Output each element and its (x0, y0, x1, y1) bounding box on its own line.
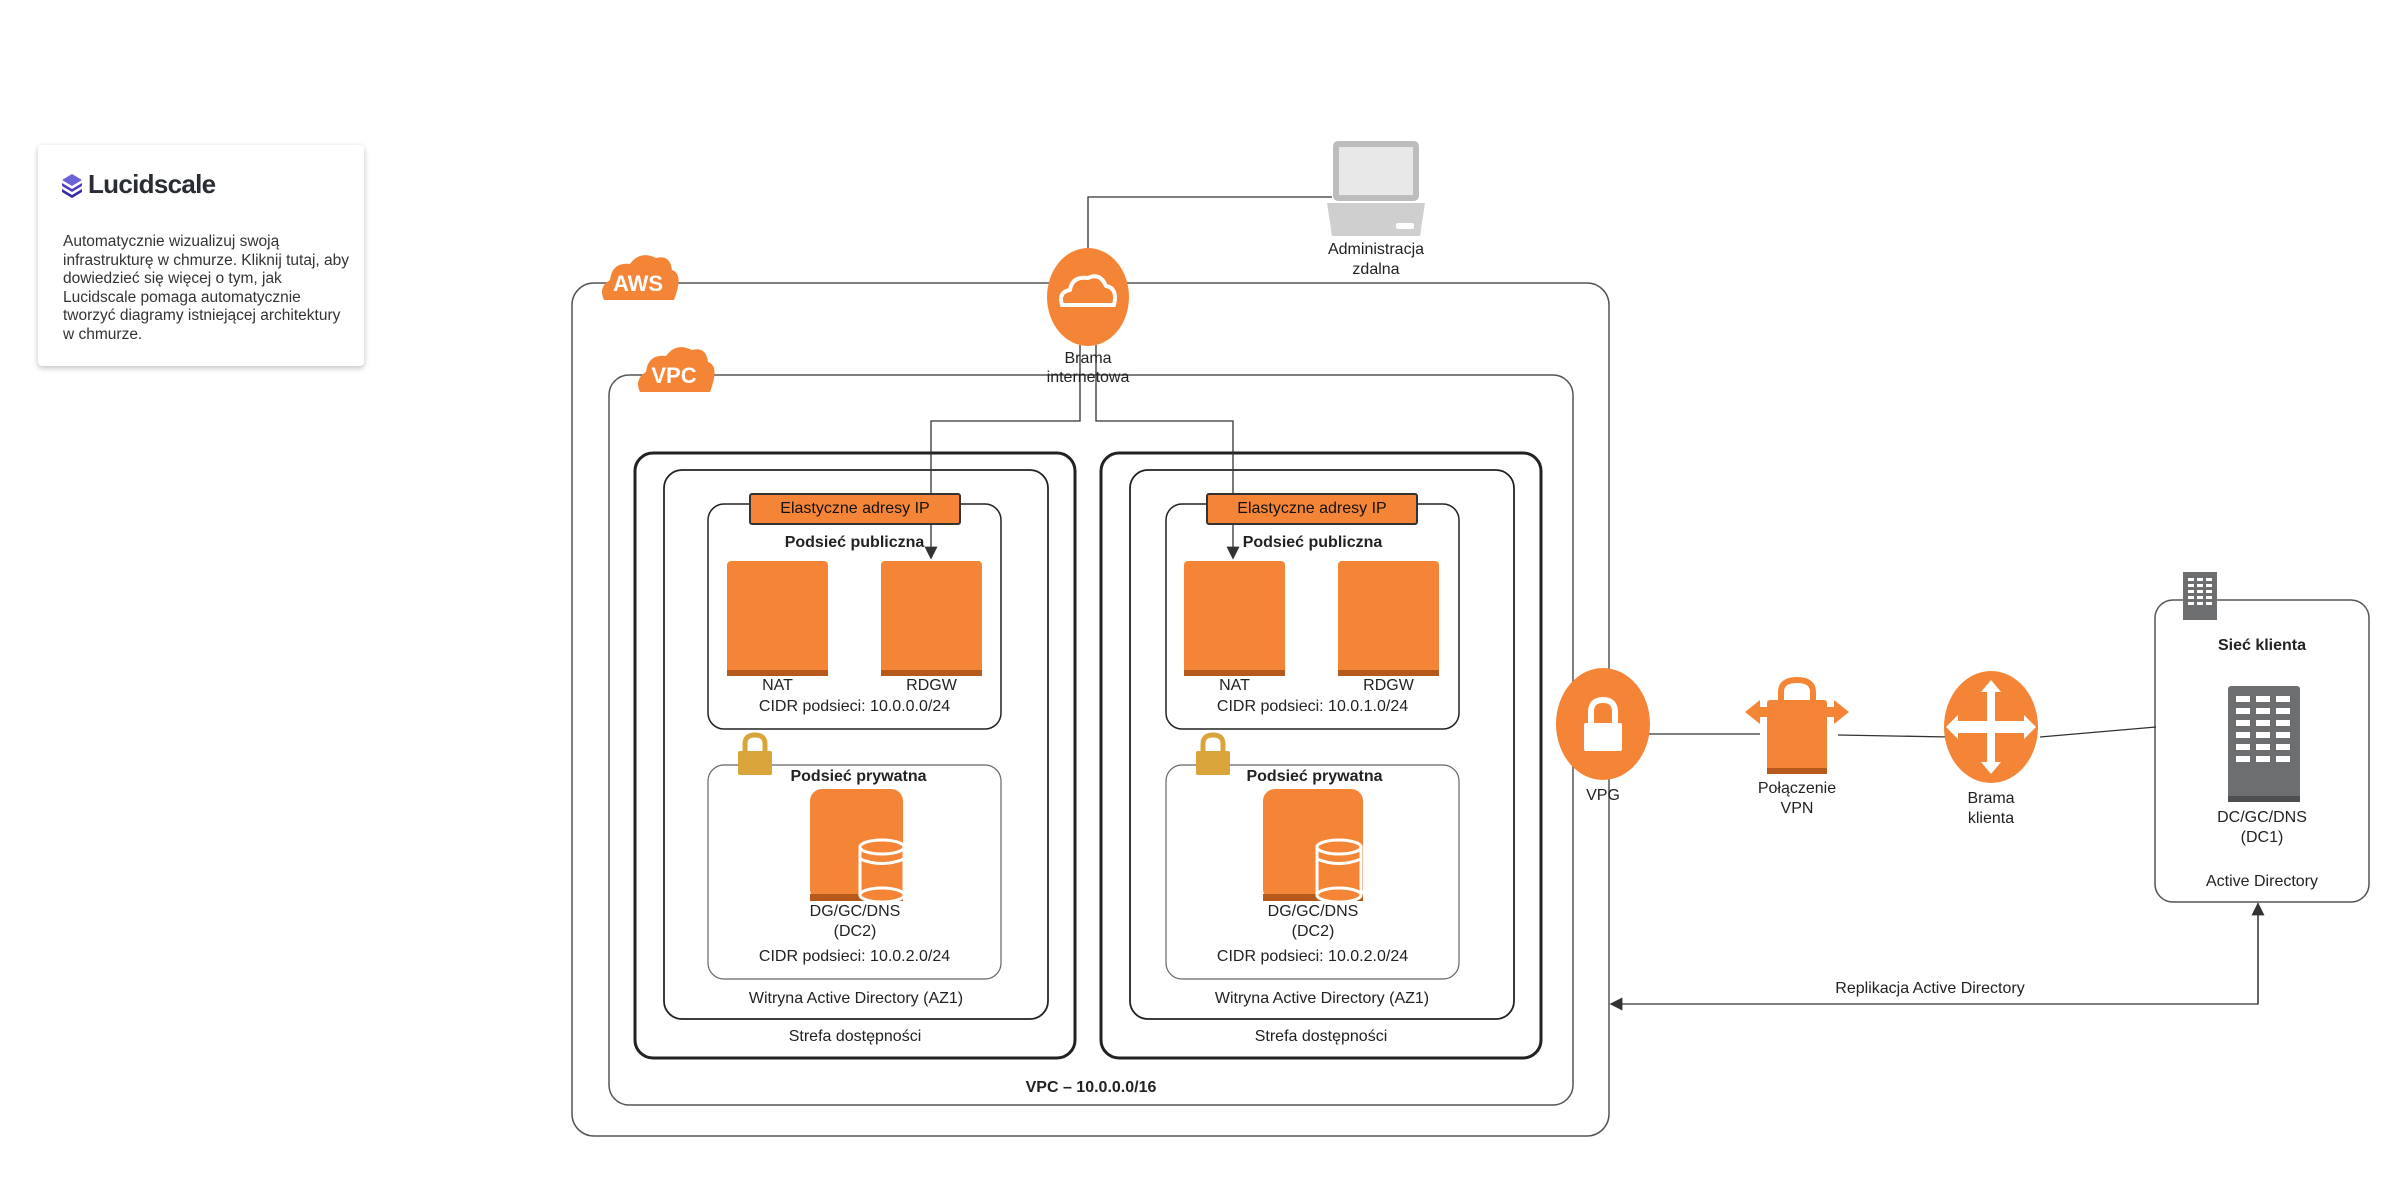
ad-site-1 (663, 469, 1049, 1020)
gateway-to-customer-line (2039, 726, 2157, 738)
active-directory-label: Active Directory (2205, 873, 2319, 890)
dc2-instance-icon-2 (1263, 789, 1363, 904)
private-cidr-1: CIDR podsieci: 10.0.2.0/24 (758, 948, 951, 965)
public-subnet-title-2: Podsieć publiczna (1242, 534, 1383, 551)
admin-to-igw-line (1087, 196, 1332, 248)
vpc-cidr-label: VPC – 10.0.0.0/16 (1025, 1079, 1157, 1096)
availability-zone-1 (633, 451, 1077, 1060)
vpn-to-gateway-line (1837, 734, 1951, 738)
public-cidr-2: CIDR podsieci: 10.0.1.0/24 (1216, 698, 1409, 715)
dc2-label-2b: (DC2) (1291, 923, 1335, 940)
rdgw-label-2: RDGW (1363, 677, 1414, 694)
vpn-label-1: Połączenie (1757, 780, 1837, 797)
availability-zone-label-2: Strefa dostępności (1254, 1028, 1388, 1045)
ad-replication-label: Replikacja Active Directory (1835, 980, 2025, 997)
dc2-label-1a: DG/GC/DNS (809, 903, 901, 920)
dc1-server-icon (2228, 686, 2300, 802)
internet-gateway-icon (1047, 248, 1129, 346)
customer-gateway-icon (1944, 671, 2038, 783)
remote-admin-label-2: zdalna (1352, 261, 1400, 278)
public-cidr-1: CIDR podsieci: 10.0.0.0/24 (758, 698, 951, 715)
nat-instance-1 (727, 561, 828, 676)
vpg-icon (1556, 668, 1650, 780)
public-subnet-title-1: Podsieć publiczna (784, 534, 925, 551)
remote-admin-label-1: Administracja (1327, 241, 1425, 258)
office-building-icon (2183, 572, 2217, 620)
nat-instance-2 (1184, 561, 1285, 676)
vpc-cloud-icon (638, 347, 715, 392)
rdgw-label-1: RDGW (906, 677, 957, 694)
private-lock-icon-1 (738, 732, 772, 775)
customer-network-container (2154, 599, 2370, 903)
customer-network-title: Sieć klienta (2217, 637, 2307, 654)
availability-zone-2 (1099, 451, 1543, 1060)
private-lock-icon-2 (1196, 732, 1230, 775)
igw-label-1: Brama (1064, 350, 1112, 367)
lucidscale-brand: Lucidscale (88, 169, 216, 199)
igw-to-rdgw-2 (1095, 345, 1240, 560)
dc1-label-1: DC/GC/DNS (2217, 809, 2307, 826)
vpn-connection-icon (1745, 676, 1849, 774)
private-subnet-2 (1165, 764, 1460, 980)
elastic-ip-label-1: Elastyczne adresy IP (749, 493, 961, 525)
ad-site-2 (1129, 469, 1515, 1020)
customer-gateway-label-1: Brama (1967, 790, 2015, 807)
igw-to-rdgw-1 (924, 345, 1081, 560)
aws-badge-label: AWS (612, 271, 664, 296)
customer-gateway-label-2: klienta (1967, 810, 2015, 827)
ad-site-label-2: Witryna Active Directory (AZ1) (1214, 990, 1430, 1007)
private-subnet-title-1: Podsieć prywatna (790, 768, 927, 785)
igw-label-2: internetowa (1046, 369, 1130, 386)
aws-cloud-icon (602, 255, 679, 300)
dc2-instance-icon-1 (810, 789, 906, 904)
vpc-badge-label: VPC (651, 363, 697, 388)
nat-label-2: NAT (1219, 677, 1250, 694)
availability-zone-label-1: Strefa dostępności (788, 1028, 922, 1045)
dc1-label-2: (DC1) (2240, 829, 2284, 846)
ad-site-label-1: Witryna Active Directory (AZ1) (748, 990, 964, 1007)
private-subnet-1 (707, 764, 1002, 980)
lucidscale-promo-card[interactable]: Lucidscale Automatycznie wizualizuj swoj… (38, 145, 364, 366)
dc2-label-1b: (DC2) (833, 923, 877, 940)
promo-description: Automatycznie wizualizuj swoją infrastru… (63, 233, 349, 343)
rdgw-instance-2 (1338, 561, 1439, 676)
private-subnet-title-2: Podsieć prywatna (1246, 768, 1383, 785)
vpg-label: VPG (1586, 787, 1620, 804)
dc2-label-2a: DG/GC/DNS (1267, 903, 1359, 920)
laptop-icon (1327, 141, 1425, 236)
vpn-label-2: VPN (1780, 800, 1814, 817)
private-cidr-2: CIDR podsieci: 10.0.2.0/24 (1216, 948, 1409, 965)
lucidscale-logo-icon (62, 174, 82, 198)
elastic-ip-label-2: Elastyczne adresy IP (1206, 493, 1418, 525)
rdgw-instance-1 (881, 561, 982, 676)
nat-label-1: NAT (762, 677, 793, 694)
